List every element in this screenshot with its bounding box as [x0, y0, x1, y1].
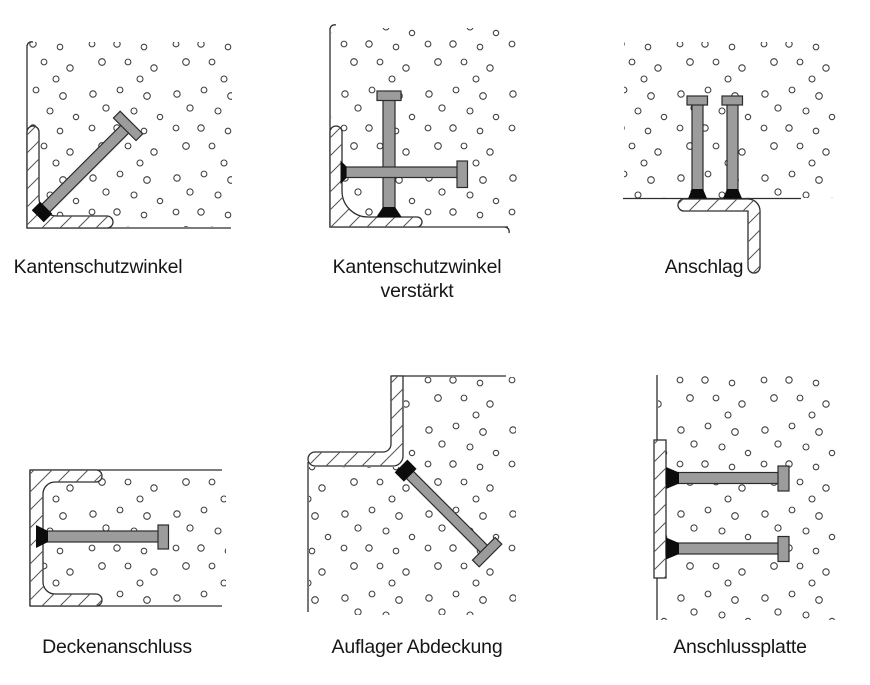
steel-angle [329, 125, 423, 228]
stud-shaft [691, 103, 704, 199]
concrete-stipple-upper [404, 377, 516, 615]
concrete-stipple-lower [309, 467, 405, 615]
weld [340, 160, 347, 184]
concrete-stipple [331, 28, 517, 226]
stud-head [376, 90, 402, 102]
weld [31, 201, 53, 223]
steel-channel [29, 469, 103, 607]
anchor-stud [31, 110, 144, 223]
caption-line-2: verstärkt [380, 280, 454, 302]
stud-head [157, 524, 170, 550]
caption-kantenschutzwinkel: Kantenschutzwinkel [13, 256, 183, 278]
weld [666, 467, 679, 489]
stud-head [471, 536, 503, 568]
figure-kantenschutzwinkel-verstaerkt [329, 24, 517, 234]
stud-shaft [345, 166, 459, 179]
figure-anschlussplatte [653, 375, 840, 620]
stud-head [777, 535, 790, 563]
figure-deckenanschluss [29, 469, 226, 607]
anchor-stud-vertical [376, 90, 402, 218]
stud-head [112, 110, 144, 142]
steel-plate [653, 439, 667, 579]
caption-anschlussplatte: Anschlussplatte [673, 636, 807, 658]
stud-shaft [382, 99, 396, 213]
caption-deckenanschluss: Deckenanschluss [42, 636, 192, 658]
caption-anschlag: Anschlag [664, 256, 744, 278]
caption-kantenschutzwinkel-verstaerkt: Kantenschutzwinkel verstärkt [297, 255, 537, 303]
concrete-stipple [658, 376, 840, 620]
anchor-stud [394, 459, 503, 568]
anchor-stud-upper [665, 465, 790, 492]
steel-angle [677, 198, 761, 274]
stud-head [686, 95, 709, 106]
concrete-edge-lines [307, 375, 506, 612]
weld [36, 525, 48, 548]
weld [723, 189, 742, 199]
anchor-stud-right [721, 95, 744, 199]
stud-shaft [46, 530, 161, 543]
stud-shaft [726, 103, 739, 199]
steel-angle [307, 375, 404, 467]
anchor-stud-left [686, 95, 709, 199]
anchor-stud [36, 524, 170, 550]
weld [666, 537, 679, 560]
anchor-stud-horizontal [340, 160, 469, 189]
stud-head [777, 465, 790, 492]
caption-line-1: Kantenschutzwinkel [332, 256, 502, 278]
weld [394, 459, 417, 482]
weld [688, 189, 707, 199]
figure-anschlag [623, 42, 836, 274]
stud-shaft [665, 542, 781, 555]
figure-kantenschutzwinkel [26, 41, 232, 229]
weld [376, 207, 402, 218]
stud-head [721, 95, 744, 106]
figure-auflager-abdeckung [307, 375, 516, 615]
stud-shaft [665, 471, 781, 485]
stud-head [456, 160, 469, 189]
caption-auflager-abdeckung: Auflager Abdeckung [331, 636, 503, 658]
anchor-stud-lower [665, 535, 790, 563]
